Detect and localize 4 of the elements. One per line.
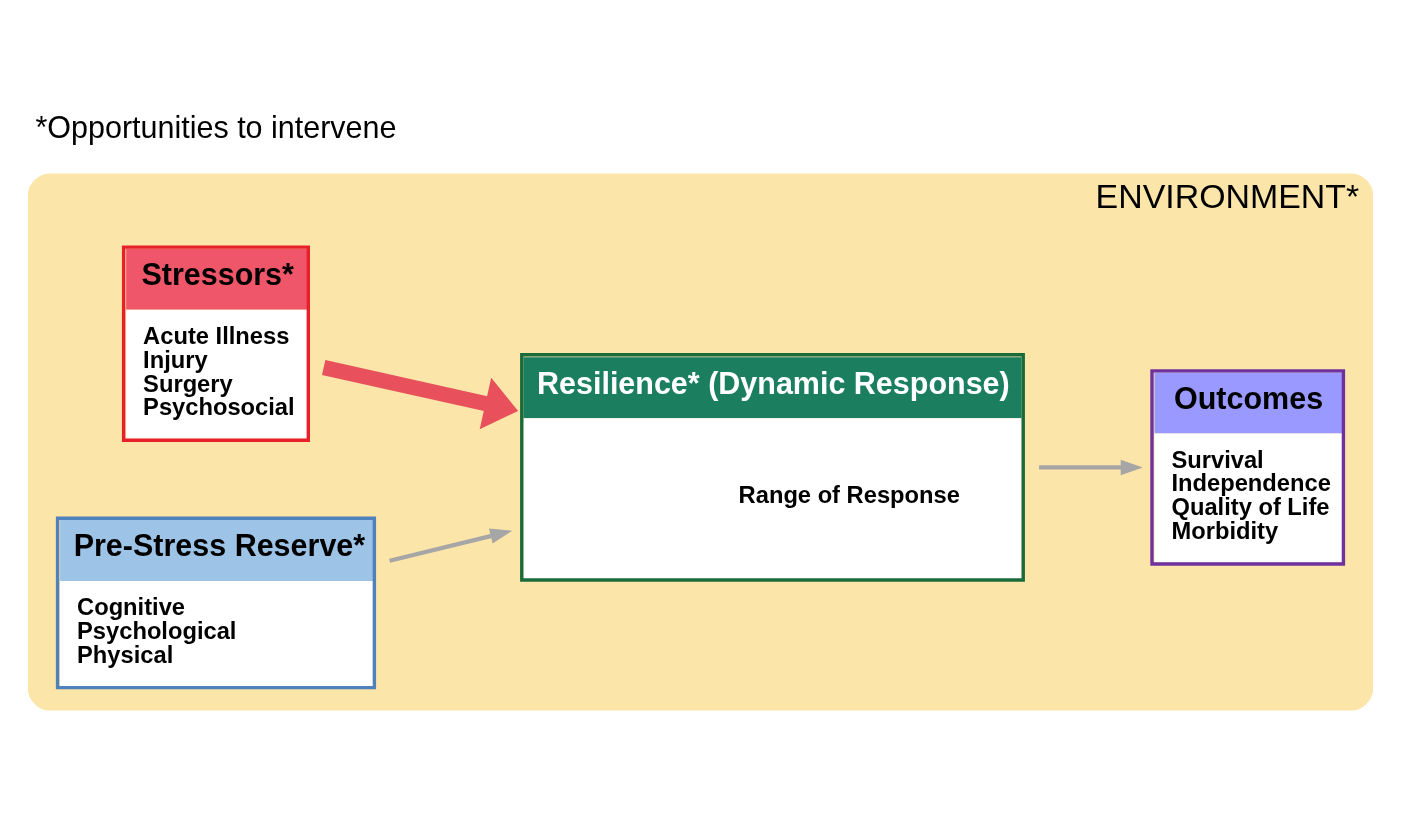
arrow [322, 359, 519, 429]
arrow [1039, 459, 1143, 475]
label: *Opportunities to intervene [35, 109, 397, 144]
arrow [389, 528, 513, 563]
